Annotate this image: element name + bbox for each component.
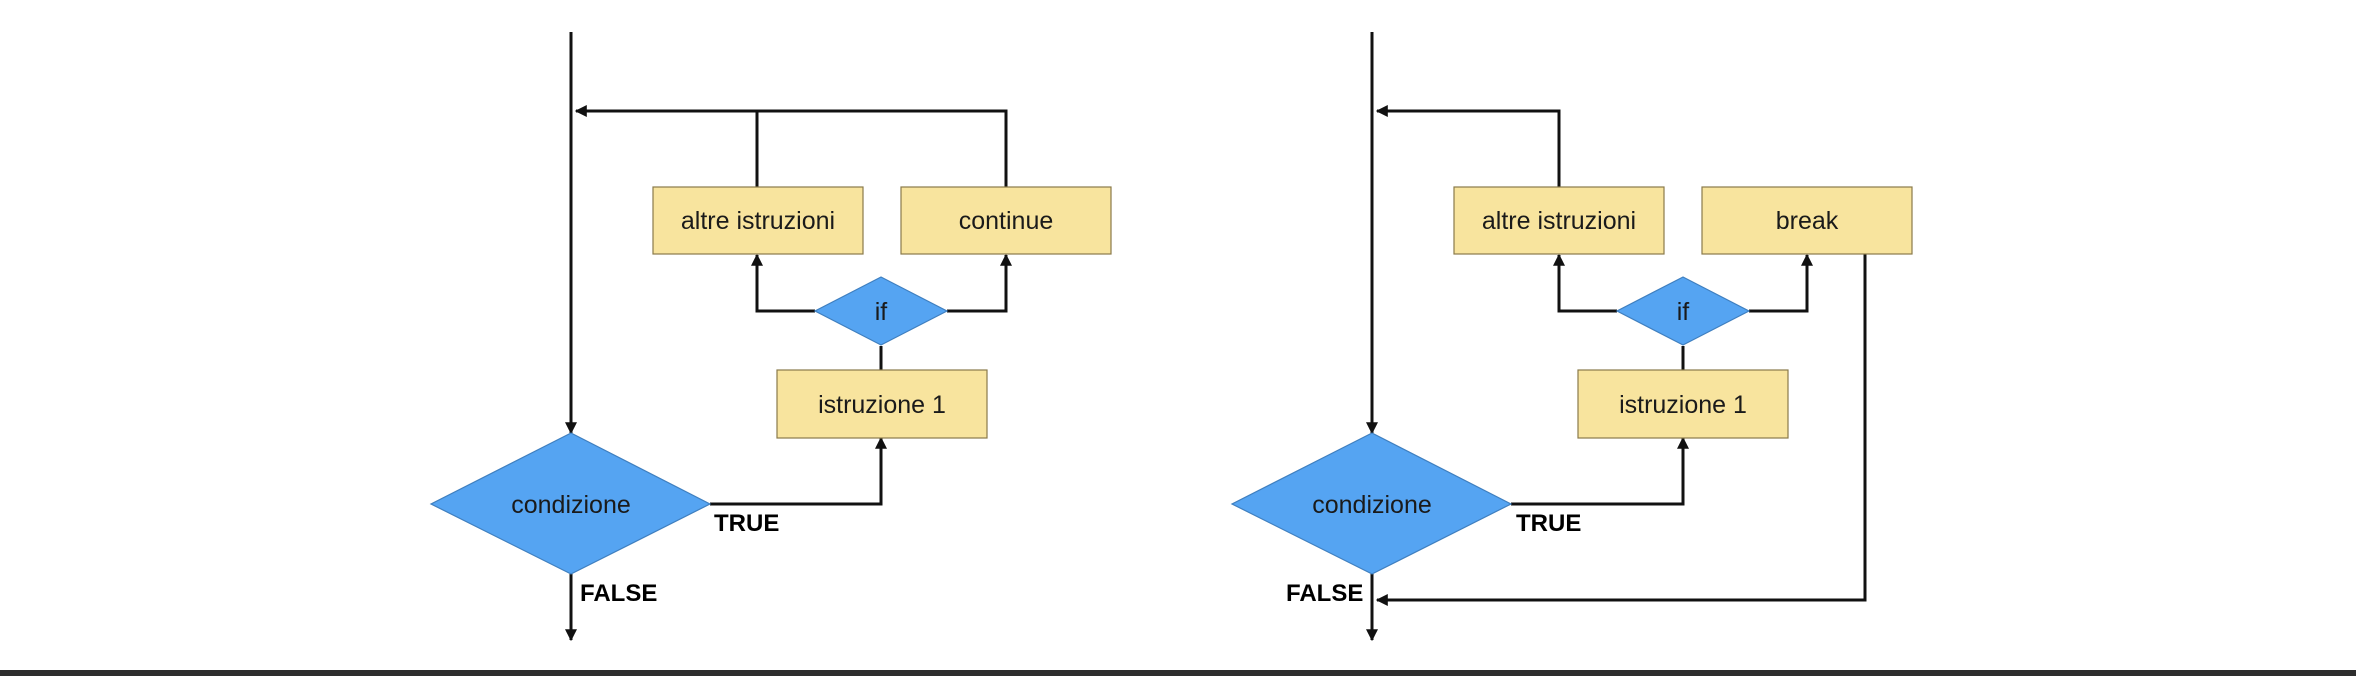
- break-box: break: [1701, 186, 1913, 255]
- other-statements-box: altre istruzioni: [1453, 186, 1665, 255]
- if-to-other-edge: [1553, 253, 1617, 313]
- bottom-divider: [0, 670, 2356, 676]
- true-edge: [1511, 436, 1689, 506]
- inner-if-diamond: if: [1615, 276, 1751, 346]
- inner-if-label: if: [875, 298, 888, 326]
- loop-condition-diamond: condizione: [1230, 432, 1513, 575]
- continue-flowchart: condizione istruzione 1 if altre istruzi…: [429, 32, 1112, 642]
- break-label: break: [1776, 207, 1839, 235]
- continue-edges: [565, 32, 1012, 642]
- continue-box: continue: [900, 186, 1112, 255]
- loop-condition-diamond: condizione: [429, 432, 712, 575]
- true-edge: [710, 436, 887, 506]
- statement-1-label: istruzione 1: [818, 391, 946, 419]
- continue-label: continue: [959, 207, 1054, 235]
- other-loopback-edge: [1375, 105, 1561, 187]
- break-exit-edge: [1375, 254, 1867, 606]
- false-flag: FALSE: [580, 580, 657, 607]
- true-flag: TRUE: [714, 510, 779, 537]
- if-to-other-edge: [751, 253, 815, 313]
- if-to-break-edge: [1749, 253, 1813, 313]
- statement-1-box: istruzione 1: [776, 369, 988, 439]
- if-to-continue-edge: [947, 253, 1012, 313]
- break-edges: [1366, 32, 1867, 642]
- loop-condition-label: condizione: [1312, 491, 1432, 519]
- other-statements-label: altre istruzioni: [681, 207, 835, 235]
- loop-condition-label: condizione: [511, 491, 631, 519]
- true-flag: TRUE: [1516, 510, 1581, 537]
- other-statements-label: altre istruzioni: [1482, 207, 1636, 235]
- false-flag: FALSE: [1286, 580, 1363, 607]
- inner-if-label: if: [1677, 298, 1690, 326]
- statement-1-label: istruzione 1: [1619, 391, 1747, 419]
- other-statements-box: altre istruzioni: [652, 186, 864, 255]
- statement-1-box: istruzione 1: [1577, 369, 1789, 439]
- continue-jump-loopback-edge: [574, 105, 1008, 187]
- inner-if-diamond: if: [813, 276, 949, 346]
- break-flowchart: condizione istruzione 1 if altre istruzi…: [1230, 32, 1913, 642]
